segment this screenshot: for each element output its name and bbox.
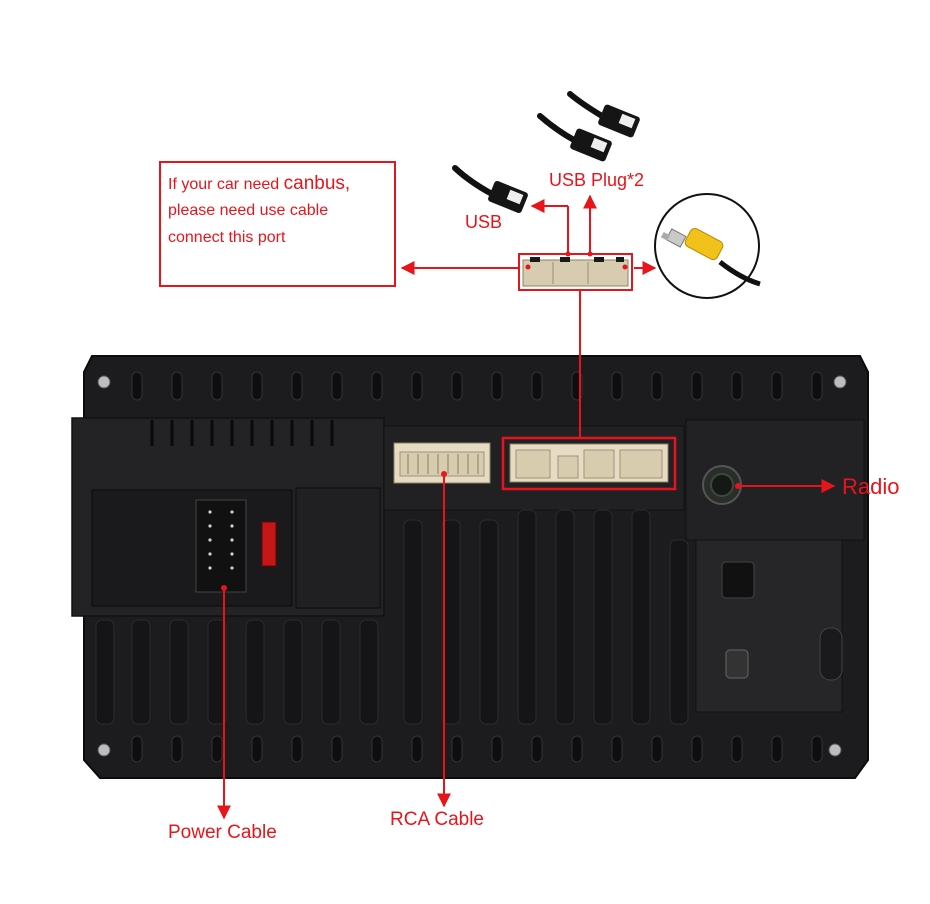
- power-cable-label: Power Cable: [168, 822, 277, 843]
- canbus-note-line-1: If your car need canbus,: [168, 173, 350, 195]
- usb-female-plug-icon: [537, 113, 612, 162]
- rca-connector: [393, 442, 491, 484]
- usb-plug-label: USB Plug*2: [549, 170, 645, 190]
- aux-usb-connector-block: [509, 443, 669, 483]
- canbus-keyword: canbus,: [283, 173, 351, 194]
- canbus-note-box: If your car need canbus, please need use…: [159, 161, 396, 287]
- radio-label: Radio: [842, 474, 900, 499]
- connector-closeup: [518, 251, 633, 291]
- usb-label: USB: [465, 212, 503, 232]
- screw-icon: [97, 375, 847, 757]
- usb-female-plug-icon: [567, 91, 640, 138]
- head-unit-body: [71, 355, 869, 779]
- canbus-note-line-3: connect this port: [168, 229, 286, 246]
- rca-plug-icon: [654, 193, 761, 299]
- highlight-box: [501, 436, 677, 491]
- canbus-note-prefix: If your car need: [168, 176, 280, 193]
- canbus-note-line-2: please need use cable: [168, 202, 329, 219]
- radio-antenna-socket: [702, 465, 742, 505]
- rca-cable-label: RCA Cable: [390, 809, 484, 830]
- fuse-icon: [261, 521, 277, 567]
- usb-female-plug-icon: [452, 165, 528, 214]
